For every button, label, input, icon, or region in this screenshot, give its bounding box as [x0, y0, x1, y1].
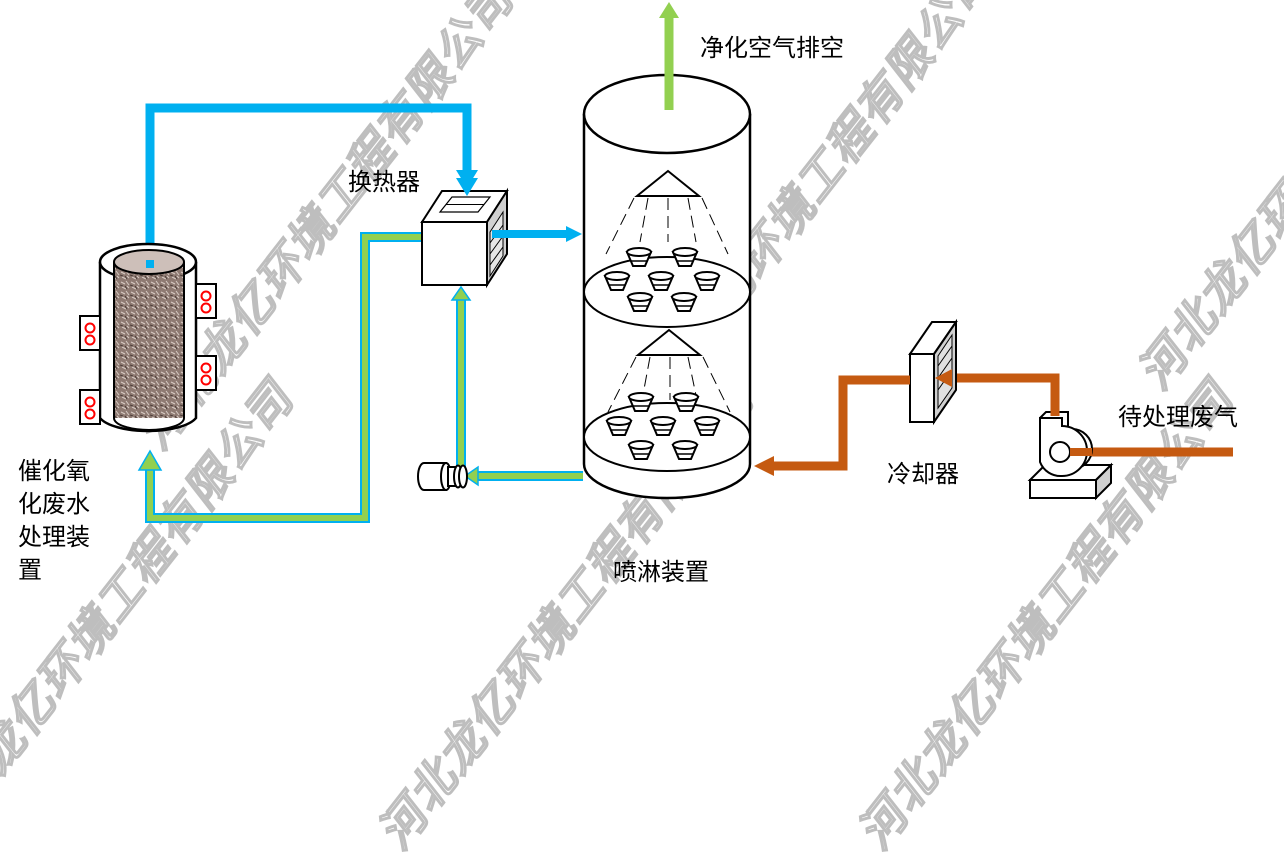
packing-cup-icon [625, 247, 653, 267]
heater-icon [195, 283, 217, 319]
pipe-tower-to-pump [463, 465, 583, 487]
packing-cup-icon [627, 440, 655, 460]
packing-cups-lower [605, 392, 721, 460]
packing-cup-icon [603, 271, 631, 291]
catalytic-reactor [79, 242, 217, 433]
label-catalytic-line-1: 催化氧 [18, 457, 90, 485]
packing-cup-icon [693, 271, 721, 291]
blower-fan [1027, 411, 1114, 501]
packing-cup-icon [693, 416, 721, 436]
label-catalytic-line-4: 置 [18, 556, 42, 584]
label-catalytic-line-2: 化废水 [18, 490, 90, 518]
heat-exchanger [420, 187, 509, 289]
label-clean-air-exhaust: 净化空气排空 [700, 34, 844, 62]
circulation-pump [417, 462, 468, 491]
cooler [908, 318, 958, 426]
packing-cup-icon [647, 271, 675, 291]
label-cooler: 冷却器 [887, 460, 959, 488]
packing-cups-upper [603, 247, 721, 312]
pipe-exchanger-to-reactor [137, 232, 424, 523]
packing-cup-icon [671, 440, 699, 460]
pipe-clean-air-exhaust [659, 2, 679, 110]
packing-cup-icon [627, 392, 655, 412]
packing-cup-icon [626, 292, 654, 312]
label-catalytic-line-3: 处理装 [18, 523, 90, 551]
heater-icon [79, 389, 101, 425]
arrow-into-exchanger [456, 178, 478, 196]
label-heat-exchanger: 换热器 [348, 168, 420, 196]
spray-tower [582, 73, 752, 500]
packing-cup-icon [671, 247, 699, 267]
process-diagram [79, 2, 1233, 523]
label-catalytic-device: 催化氧 化废水 处理装 置 [18, 456, 90, 585]
pipe-cooler-to-tower [754, 375, 910, 476]
heater-icon [79, 315, 101, 351]
label-waste-gas-input: 待处理废气 [1118, 403, 1238, 431]
heater-icon [195, 355, 217, 391]
label-spray-device: 喷淋装置 [613, 558, 709, 586]
arrow-into-cooler [935, 369, 952, 387]
packing-cup-icon [649, 416, 677, 436]
packing-cup-icon [605, 416, 633, 436]
pipe-pump-to-exchanger [450, 285, 472, 470]
pipe-exchanger-to-tower [492, 226, 582, 242]
packing-cup-icon [670, 292, 698, 312]
packing-cup-icon [672, 392, 700, 412]
